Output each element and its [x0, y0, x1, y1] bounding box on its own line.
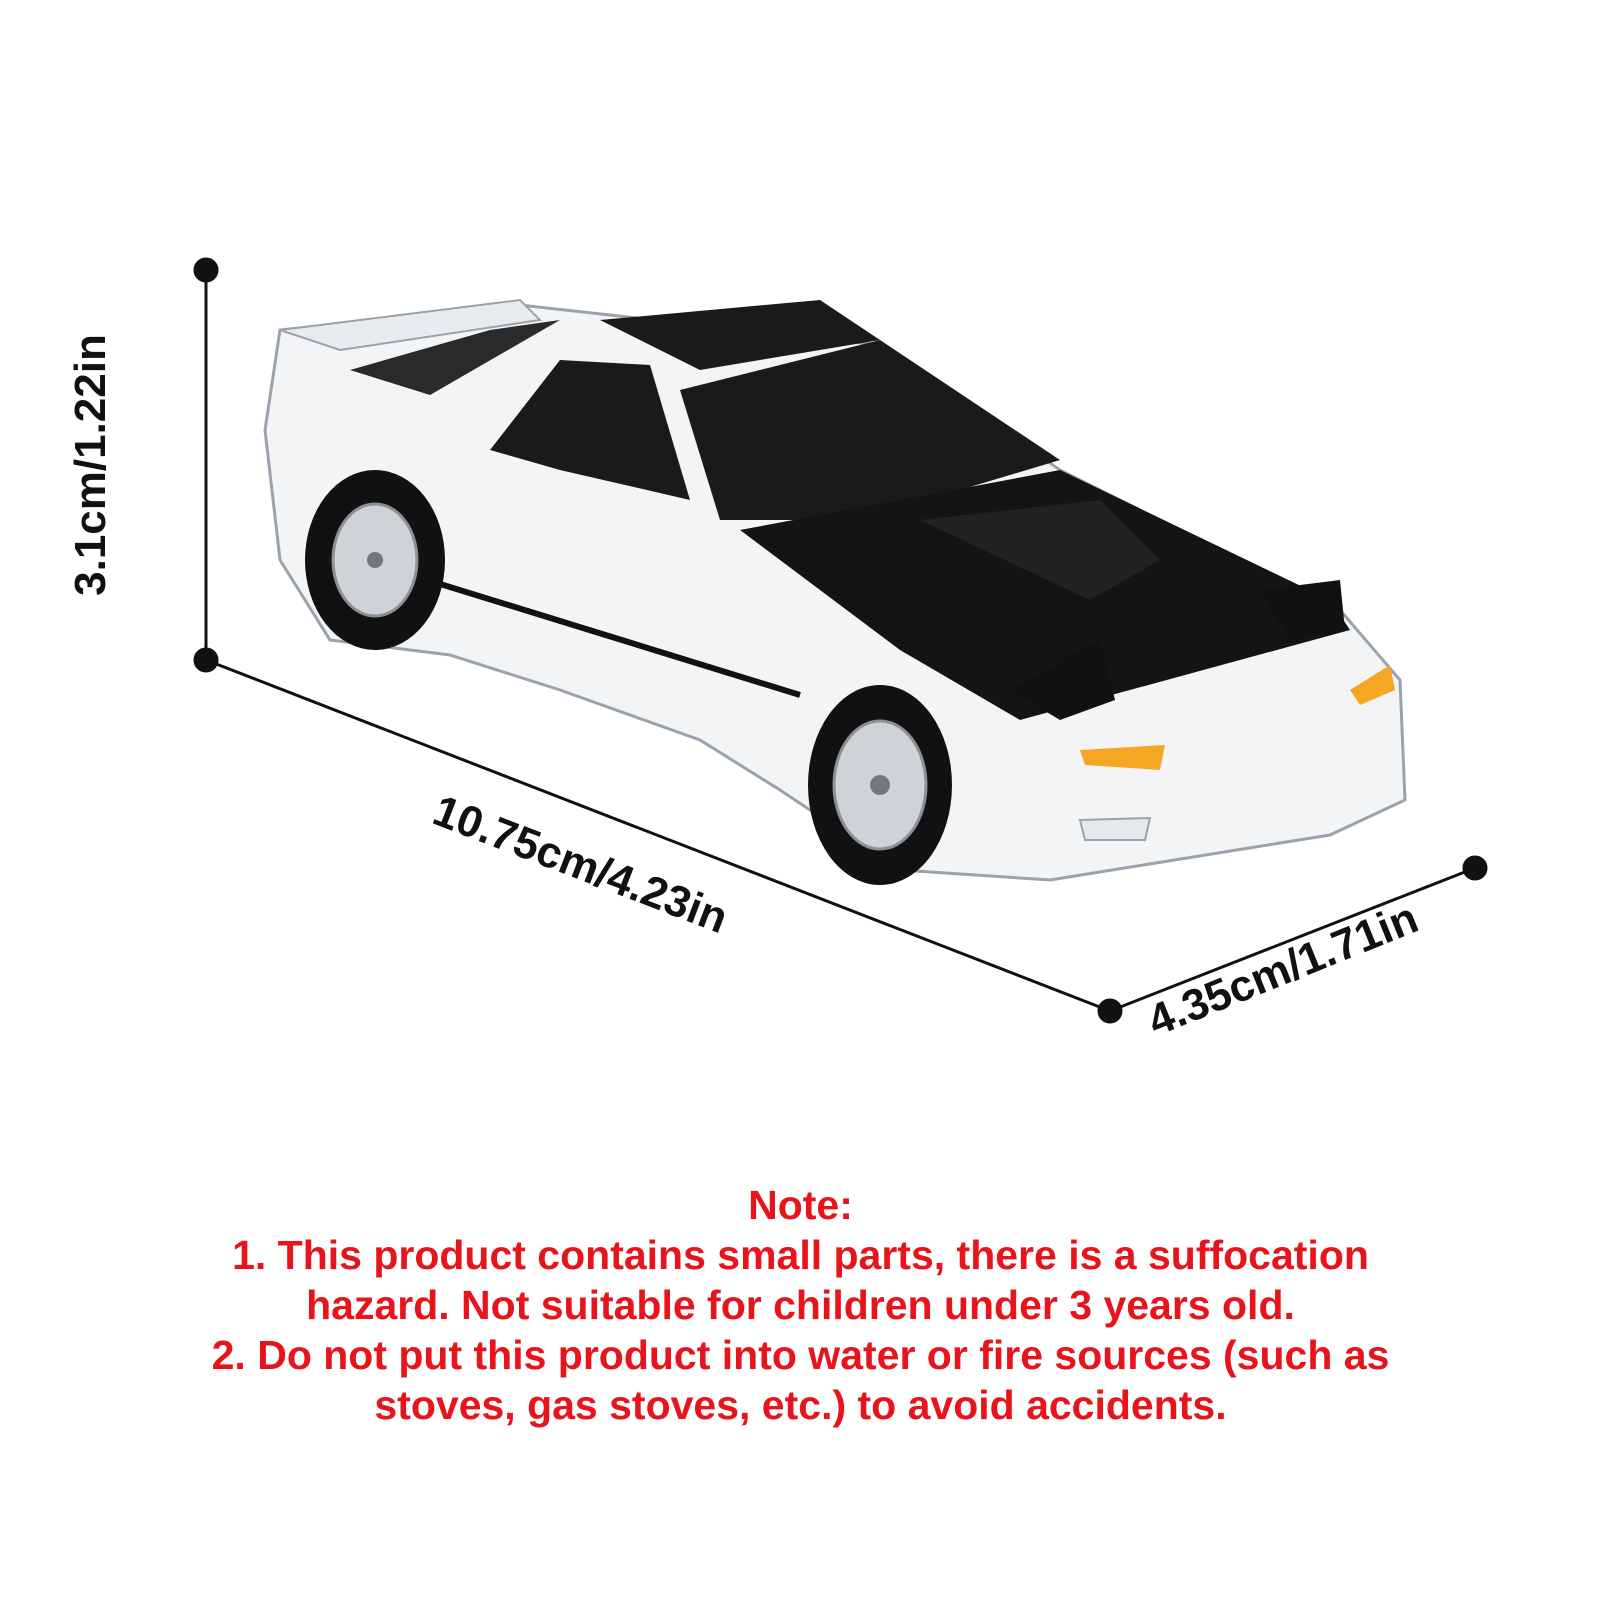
- car-popup-light-left: [1010, 640, 1115, 720]
- car-popup-light-right: [1260, 580, 1345, 640]
- note-line-2: hazard. Not suitable for children under …: [306, 1282, 1295, 1328]
- dimension-point-corner: [193, 647, 219, 673]
- note-line-1: 1. This product contains small parts, th…: [232, 1232, 1369, 1278]
- car-indicator-left: [1080, 745, 1165, 770]
- car-indicator-right: [1350, 665, 1395, 705]
- dimension-point-top: [193, 257, 219, 283]
- toy-car-image: [263, 298, 1407, 885]
- dimension-lines: [193, 257, 1488, 1024]
- dimension-point-side: [1462, 855, 1488, 881]
- car-hood: [740, 470, 1350, 720]
- note-title: Note:: [748, 1182, 853, 1228]
- car-roof: [600, 300, 880, 370]
- car-hood-scoop: [920, 500, 1160, 600]
- note-line-3: 2. Do not put this product into water or…: [211, 1332, 1390, 1378]
- note-line-4: stoves, gas stoves, etc.) to avoid accid…: [374, 1382, 1227, 1428]
- height-dimension-label: 3.1cm/1.22in: [65, 334, 115, 596]
- car-spoiler: [279, 298, 543, 352]
- car-rear-wheel: [305, 470, 445, 650]
- car-windshield: [680, 340, 1060, 520]
- dimension-point-front: [1097, 998, 1123, 1024]
- car-side-window: [490, 360, 690, 500]
- car-bumper-vent: [1078, 816, 1152, 841]
- car-rear-window: [350, 320, 560, 395]
- car-front-wheel: [808, 685, 952, 885]
- safety-note: Note: 1. This product contains small par…: [0, 1180, 1601, 1430]
